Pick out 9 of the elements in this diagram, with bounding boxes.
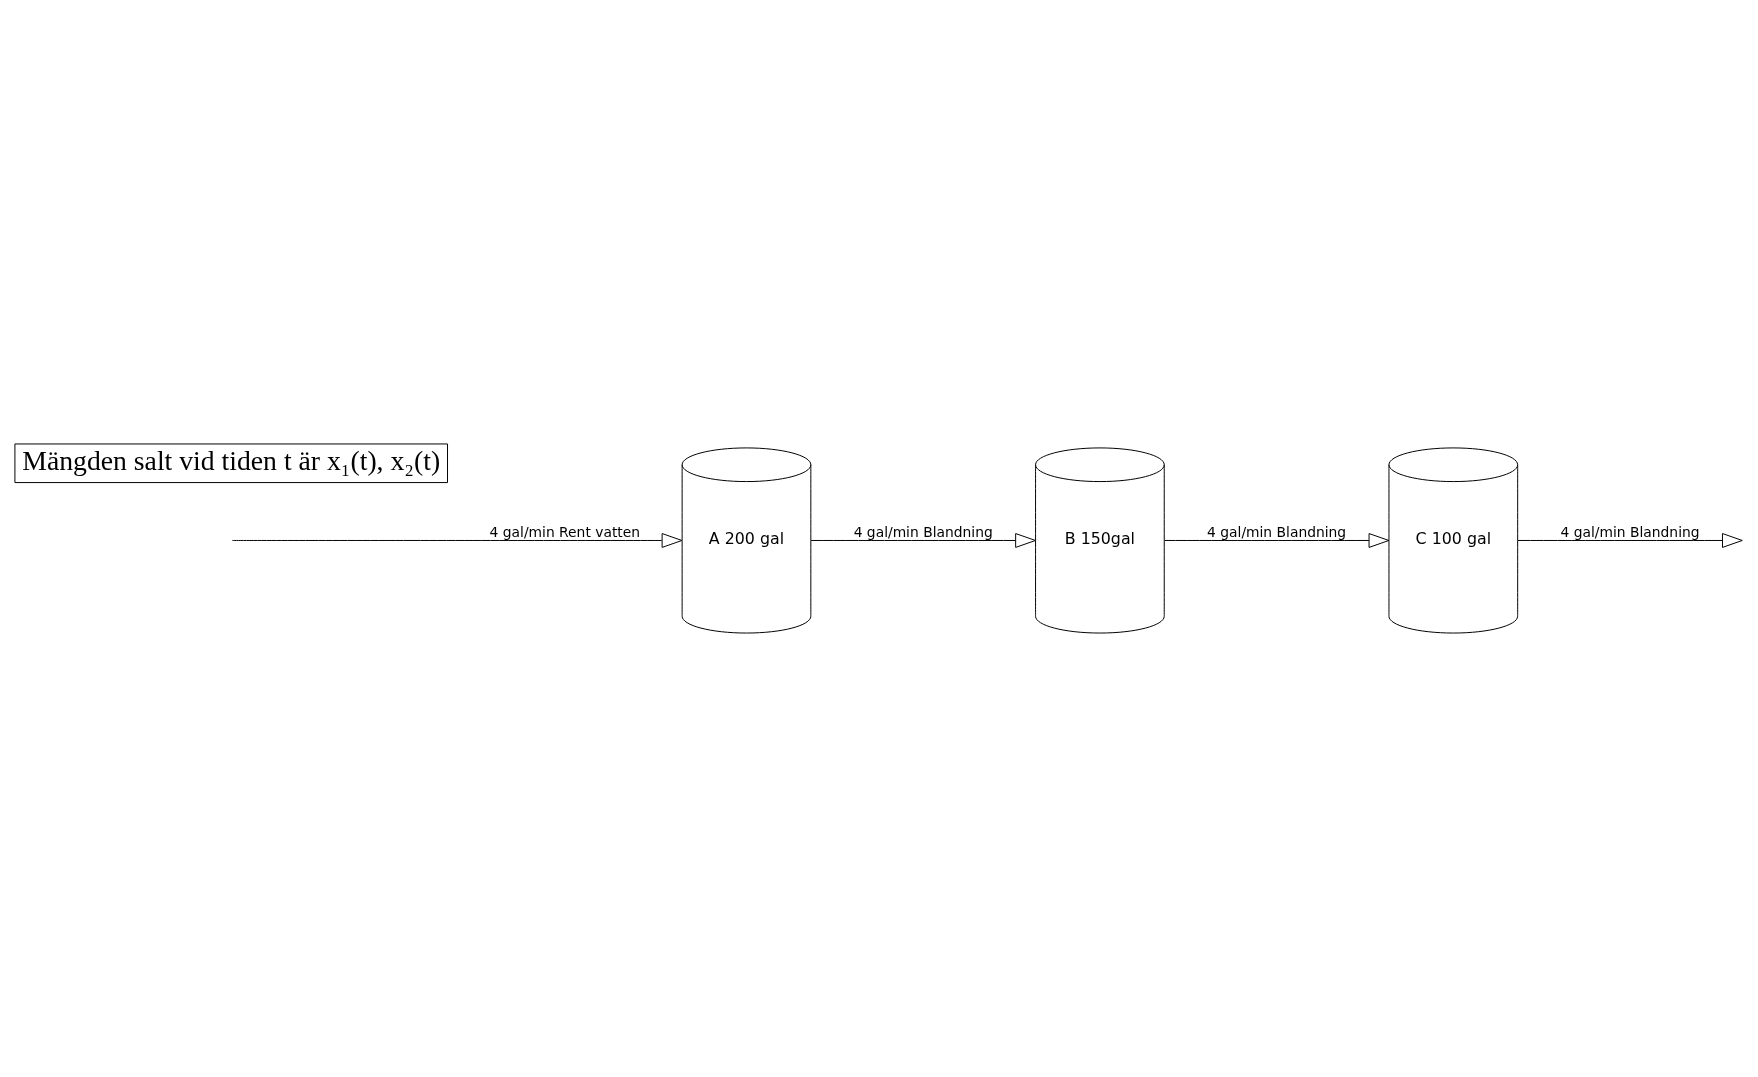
edge-label: 4 gal/min Rent vatten	[489, 523, 641, 540]
arrow	[231, 533, 683, 548]
label: Mängden salt vid tiden t är x₁(t), x₂(t)	[22, 445, 441, 477]
arrow	[1164, 533, 1390, 548]
edge-label: 4 gal/min Blandning	[1207, 523, 1347, 540]
edge-label: 4 gal/min Blandning	[853, 523, 993, 540]
arrow	[810, 533, 1036, 548]
arrow	[1517, 533, 1743, 548]
edge-label: 4 gal/min Blandning	[1560, 523, 1700, 540]
